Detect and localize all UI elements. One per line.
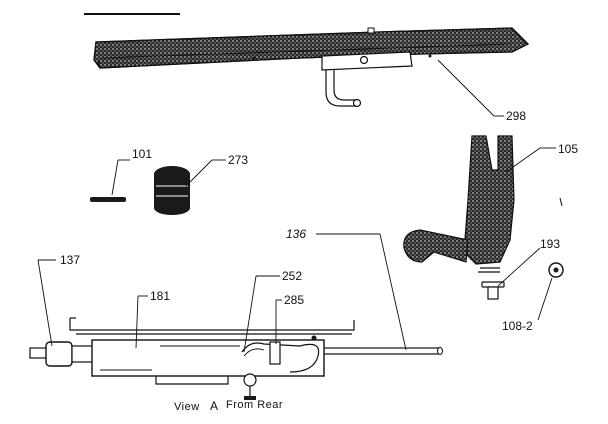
leader-105 — [505, 147, 541, 173]
leader-101 — [111, 159, 119, 196]
label-193: 193 — [540, 237, 560, 251]
label-273: 273 — [228, 153, 248, 167]
leader-193 — [497, 247, 541, 287]
caption-view: View — [174, 401, 200, 413]
part-136-rod — [323, 347, 443, 355]
part-193-screw — [481, 281, 505, 300]
part-105-lever — [403, 135, 515, 273]
label-136: 136 — [286, 227, 306, 241]
margin-mark — [559, 197, 563, 207]
label-252: 252 — [282, 269, 302, 283]
part-252-spring — [241, 342, 320, 373]
part-108-2-nut — [548, 262, 564, 278]
label-105: 105 — [558, 142, 578, 156]
leader-273 — [185, 159, 213, 187]
caption-letter: A — [210, 399, 218, 413]
leader-298 — [437, 59, 495, 117]
label-108-2: 108-2 — [502, 319, 533, 333]
label-298: 298 — [506, 109, 526, 123]
label-101: 101 — [132, 147, 152, 161]
part-101-pin — [90, 197, 126, 202]
label-137: 137 — [60, 253, 80, 267]
part-285-clip — [269, 341, 281, 365]
part-137-collar — [29, 341, 95, 367]
caption-from-rear: From Rear — [226, 399, 283, 411]
leader-108-2 — [537, 277, 553, 321]
label-285: 285 — [284, 293, 304, 307]
label-181: 181 — [150, 289, 170, 303]
part-181-carriage — [69, 317, 355, 400]
part-273-sleeve — [154, 166, 190, 215]
part-298-rail — [93, 27, 530, 108]
